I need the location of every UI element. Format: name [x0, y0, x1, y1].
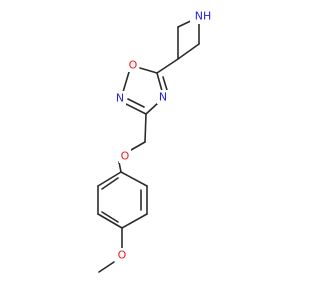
- bond-n4-c5-double: [162, 76, 168, 91]
- bond-n4-c5: [156, 72, 163, 92]
- label-ring-oxygen: O: [129, 59, 138, 72]
- label-ring-nitrogen-right: N: [159, 91, 167, 104]
- bond-ether-o-aryl: [118, 161, 122, 173]
- atom-labels: NH O N N O O: [114, 8, 214, 262]
- bond-n2-c3: [125, 103, 147, 115]
- bond-ar-6: [97, 171, 122, 187]
- label-methoxy-oxygen: O: [118, 249, 127, 262]
- oxadiazole-ring: [122, 67, 168, 115]
- bond-methoxy-ch3: [98, 261, 115, 273]
- molecule-structure: NH O N N O O: [97, 8, 214, 273]
- bond-ar-double-b: [101, 211, 119, 223]
- bond-ar-3: [121, 213, 148, 229]
- bond-c5-o1: [139, 67, 158, 74]
- bond-o1-n2: [122, 71, 130, 93]
- label-ether-oxygen: O: [121, 150, 130, 163]
- bond-azetidine-oxadiazole: [156, 58, 179, 74]
- bond-ar-1: [120, 171, 148, 187]
- bond-n2-c3-double: [127, 98, 145, 108]
- bond-c3-n4: [145, 102, 159, 115]
- label-azetidine-nh: NH: [195, 10, 212, 23]
- bond-c3-ch2: [144, 113, 147, 143]
- bond-ch2-ether-o: [130, 141, 146, 151]
- bond-ar-4: [97, 213, 123, 229]
- label-ring-nitrogen-left: N: [116, 92, 124, 105]
- bond-ar-double-c: [101, 177, 119, 190]
- benzene-ring: [97, 171, 148, 229]
- bond-azetidine-bottom: [177, 43, 200, 60]
